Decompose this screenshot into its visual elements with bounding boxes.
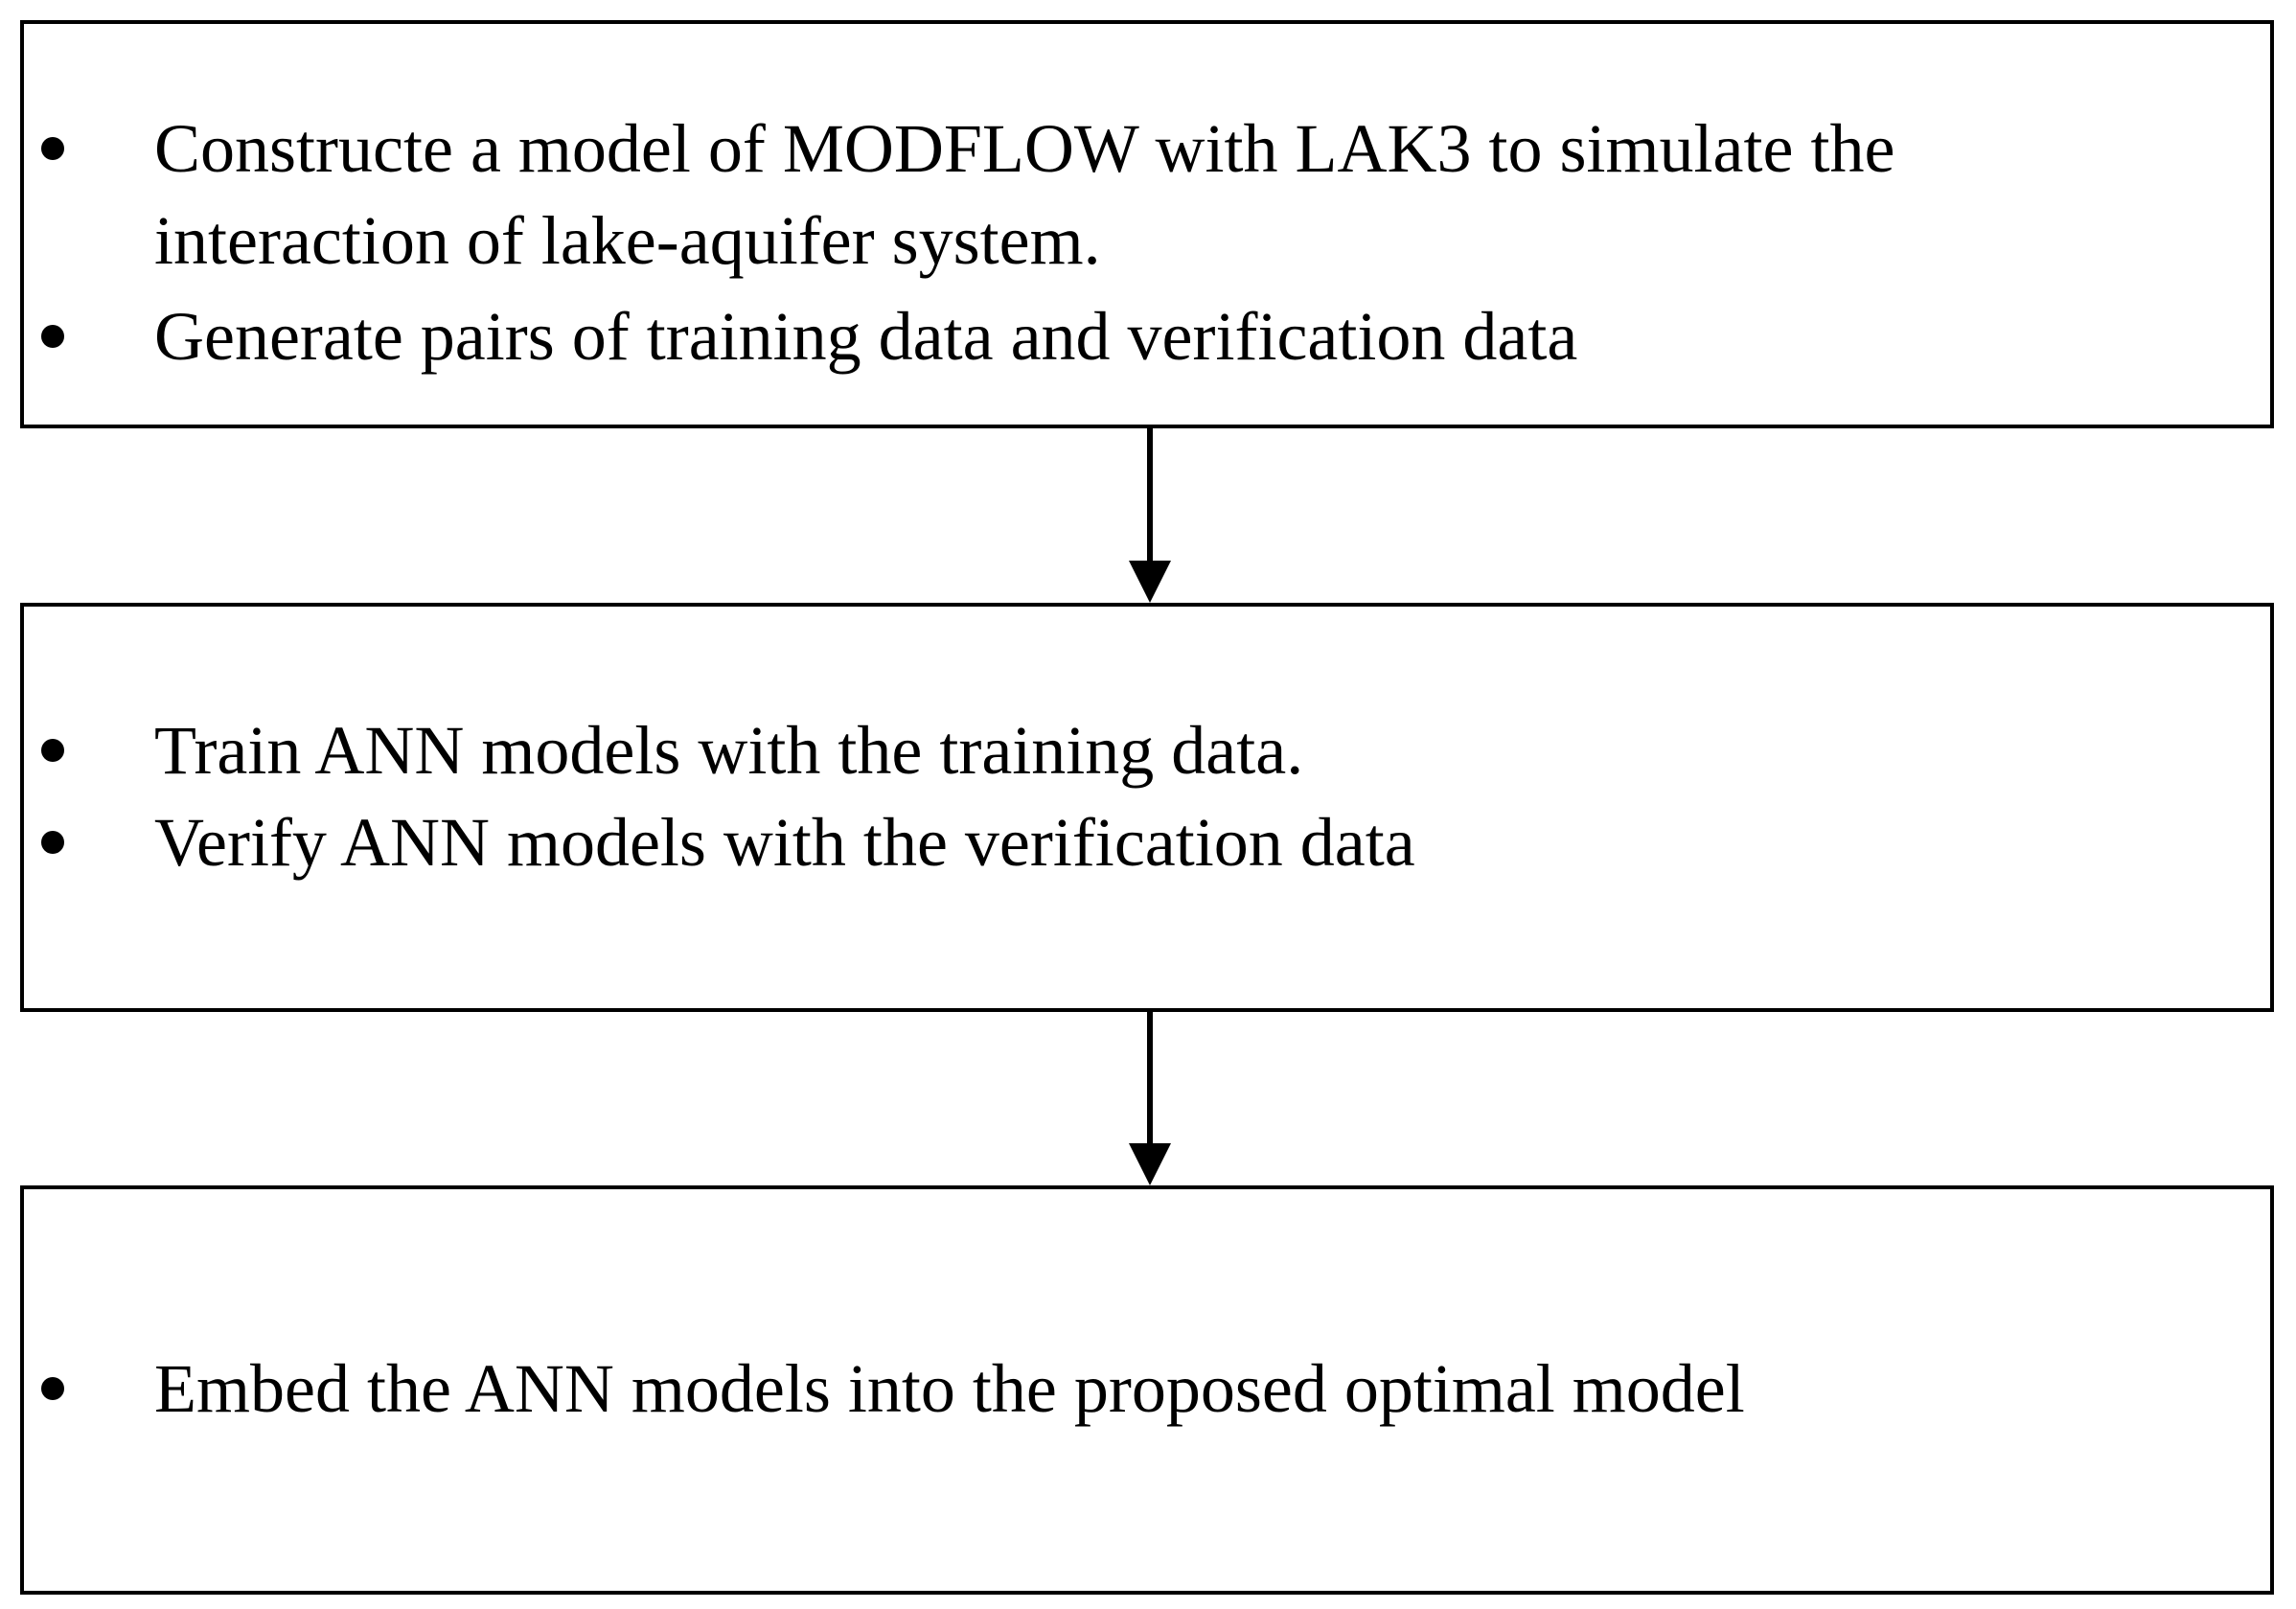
step-2-item-1-text: Train ANN models with the training data. [154, 712, 1304, 789]
arrow-down-icon [1129, 428, 1171, 603]
step-1-item-1-text: Constructe a model of MODFLOW with LAK3 … [154, 110, 1895, 279]
step-box-2: Train ANN models with the training data.… [20, 603, 2274, 1012]
step-1-item-2-text: Generate pairs of training data and veri… [154, 298, 1578, 375]
step-3-item-1-text: Embed the ANN models into the proposed o… [154, 1350, 1745, 1427]
bullet-dot-icon [41, 739, 64, 762]
bullet-dot-icon [41, 137, 64, 160]
step-box-3: Embed the ANN models into the proposed o… [20, 1185, 2274, 1595]
arrow-down-icon [1129, 1012, 1171, 1185]
step-2-item-2-text: Verify ANN models with the verification … [154, 804, 1415, 881]
step-box-1: Constructe a model of MODFLOW with LAK3 … [20, 20, 2274, 428]
bullet-dot-icon [41, 831, 64, 854]
bullet-dot-icon [41, 325, 64, 348]
bullet-dot-icon [41, 1377, 64, 1400]
